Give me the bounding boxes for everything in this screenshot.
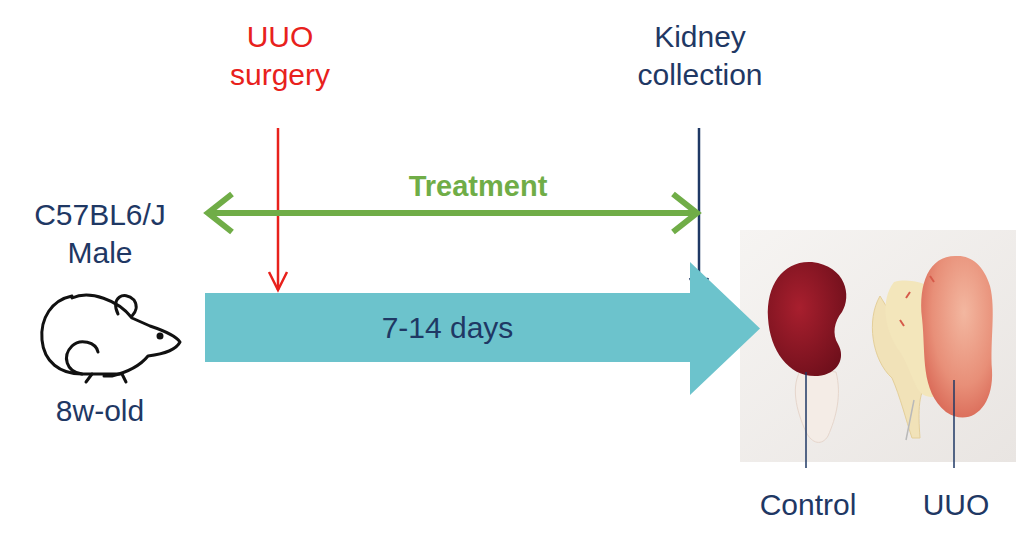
surgery-arrow [269, 128, 287, 290]
text-label: Kidney collection [600, 18, 800, 93]
text-label: Control [733, 486, 883, 524]
node-text: 7-14 days [382, 311, 514, 345]
text-label: UUO surgery [200, 18, 360, 93]
mouse-icon [42, 295, 180, 382]
text-label: UUO [896, 486, 1016, 524]
kidney-photo [740, 230, 1016, 462]
timeline-arrow: 7-14 days [205, 262, 760, 395]
text-label: Treatment [358, 168, 598, 204]
leader-lines [806, 372, 954, 468]
text-label: C57BL6/J Male [15, 196, 185, 271]
text-label: 8w-old [15, 392, 185, 430]
